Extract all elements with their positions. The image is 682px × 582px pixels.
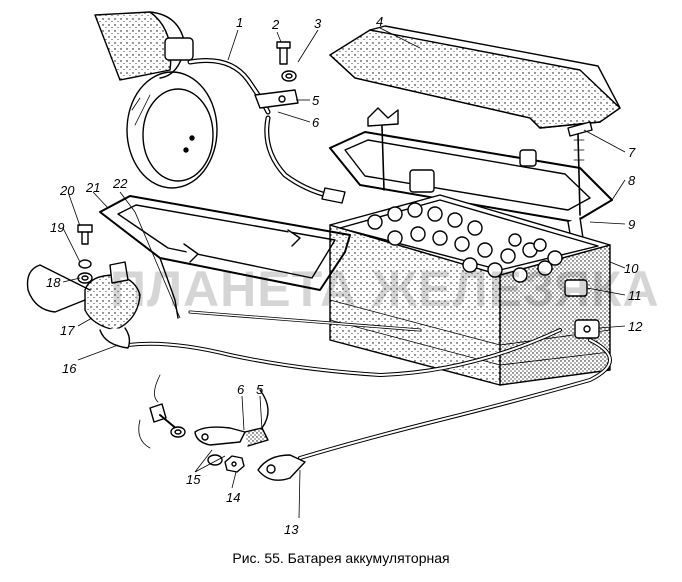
callout-7: 7 <box>628 145 636 160</box>
hold-down-bolt <box>567 121 593 216</box>
callout-14: 14 <box>226 490 240 505</box>
callout-20: 20 <box>59 183 75 198</box>
callout-1: 1 <box>236 15 243 30</box>
ground-terminal <box>194 389 269 447</box>
switch-washer <box>78 259 92 269</box>
callout-13: 13 <box>284 522 299 537</box>
callout-6: 6 <box>312 115 320 130</box>
mounting-bolt <box>77 224 93 245</box>
battery-terminals <box>564 279 600 339</box>
callout-16: 16 <box>62 361 77 376</box>
callout-12: 12 <box>628 319 643 334</box>
battery-cover <box>329 25 621 129</box>
figure-caption: Рис. 55. Батарея аккумуляторная <box>232 550 450 566</box>
washer-15b <box>207 454 223 466</box>
callout-10: 10 <box>624 261 639 276</box>
starter-cable <box>187 57 346 204</box>
callout-21: 21 <box>85 180 100 195</box>
callout-2: 2 <box>271 17 280 32</box>
callout-15: 15 <box>186 472 201 487</box>
callout-19: 19 <box>50 220 64 235</box>
callout-6b: 6 <box>237 382 245 397</box>
callout-labels: 1 2 3 4 5 6 7 8 9 10 11 12 13 14 15 16 1… <box>46 14 643 537</box>
callout-8: 8 <box>628 173 636 188</box>
callout-22: 22 <box>112 176 128 191</box>
callout-5b: 5 <box>256 382 264 397</box>
callout-5: 5 <box>312 93 320 108</box>
washer-15 <box>170 426 186 438</box>
nut-14 <box>224 455 245 473</box>
positive-cable <box>126 310 562 377</box>
callout-11: 11 <box>628 288 642 303</box>
ground-cable <box>257 338 612 481</box>
callout-18: 18 <box>46 275 61 290</box>
cell-caps <box>367 202 563 283</box>
callout-3: 3 <box>314 16 322 31</box>
leader-lines <box>62 27 626 519</box>
callout-17: 17 <box>60 323 75 338</box>
starter-motor <box>94 11 218 189</box>
callout-9: 9 <box>628 217 635 232</box>
callout-4: 4 <box>376 14 383 29</box>
ground-switch <box>26 261 141 349</box>
watermark: ПЛАНЕТА ЖЕЛЕЗЯКА <box>110 261 660 317</box>
nut-3 <box>281 70 297 82</box>
bolt-2 <box>276 41 291 65</box>
ground-bolt <box>138 374 179 449</box>
switch-nut <box>77 272 93 284</box>
